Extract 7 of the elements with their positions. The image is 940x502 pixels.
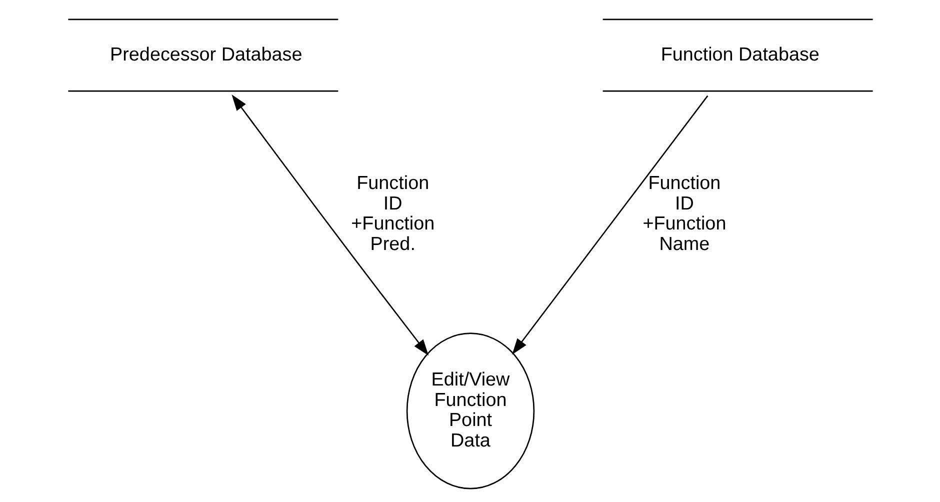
arrow	[231, 94, 428, 356]
arrow	[512, 95, 708, 355]
edge-label: Function ID +Function Name	[642, 173, 726, 255]
node-text: Predecessor Database	[110, 44, 302, 66]
node-ellipse: Edit/View Function Point Data	[406, 332, 534, 490]
edge-label: Function ID +Function Pred.	[350, 173, 434, 255]
node-text: Function Database	[660, 44, 819, 66]
